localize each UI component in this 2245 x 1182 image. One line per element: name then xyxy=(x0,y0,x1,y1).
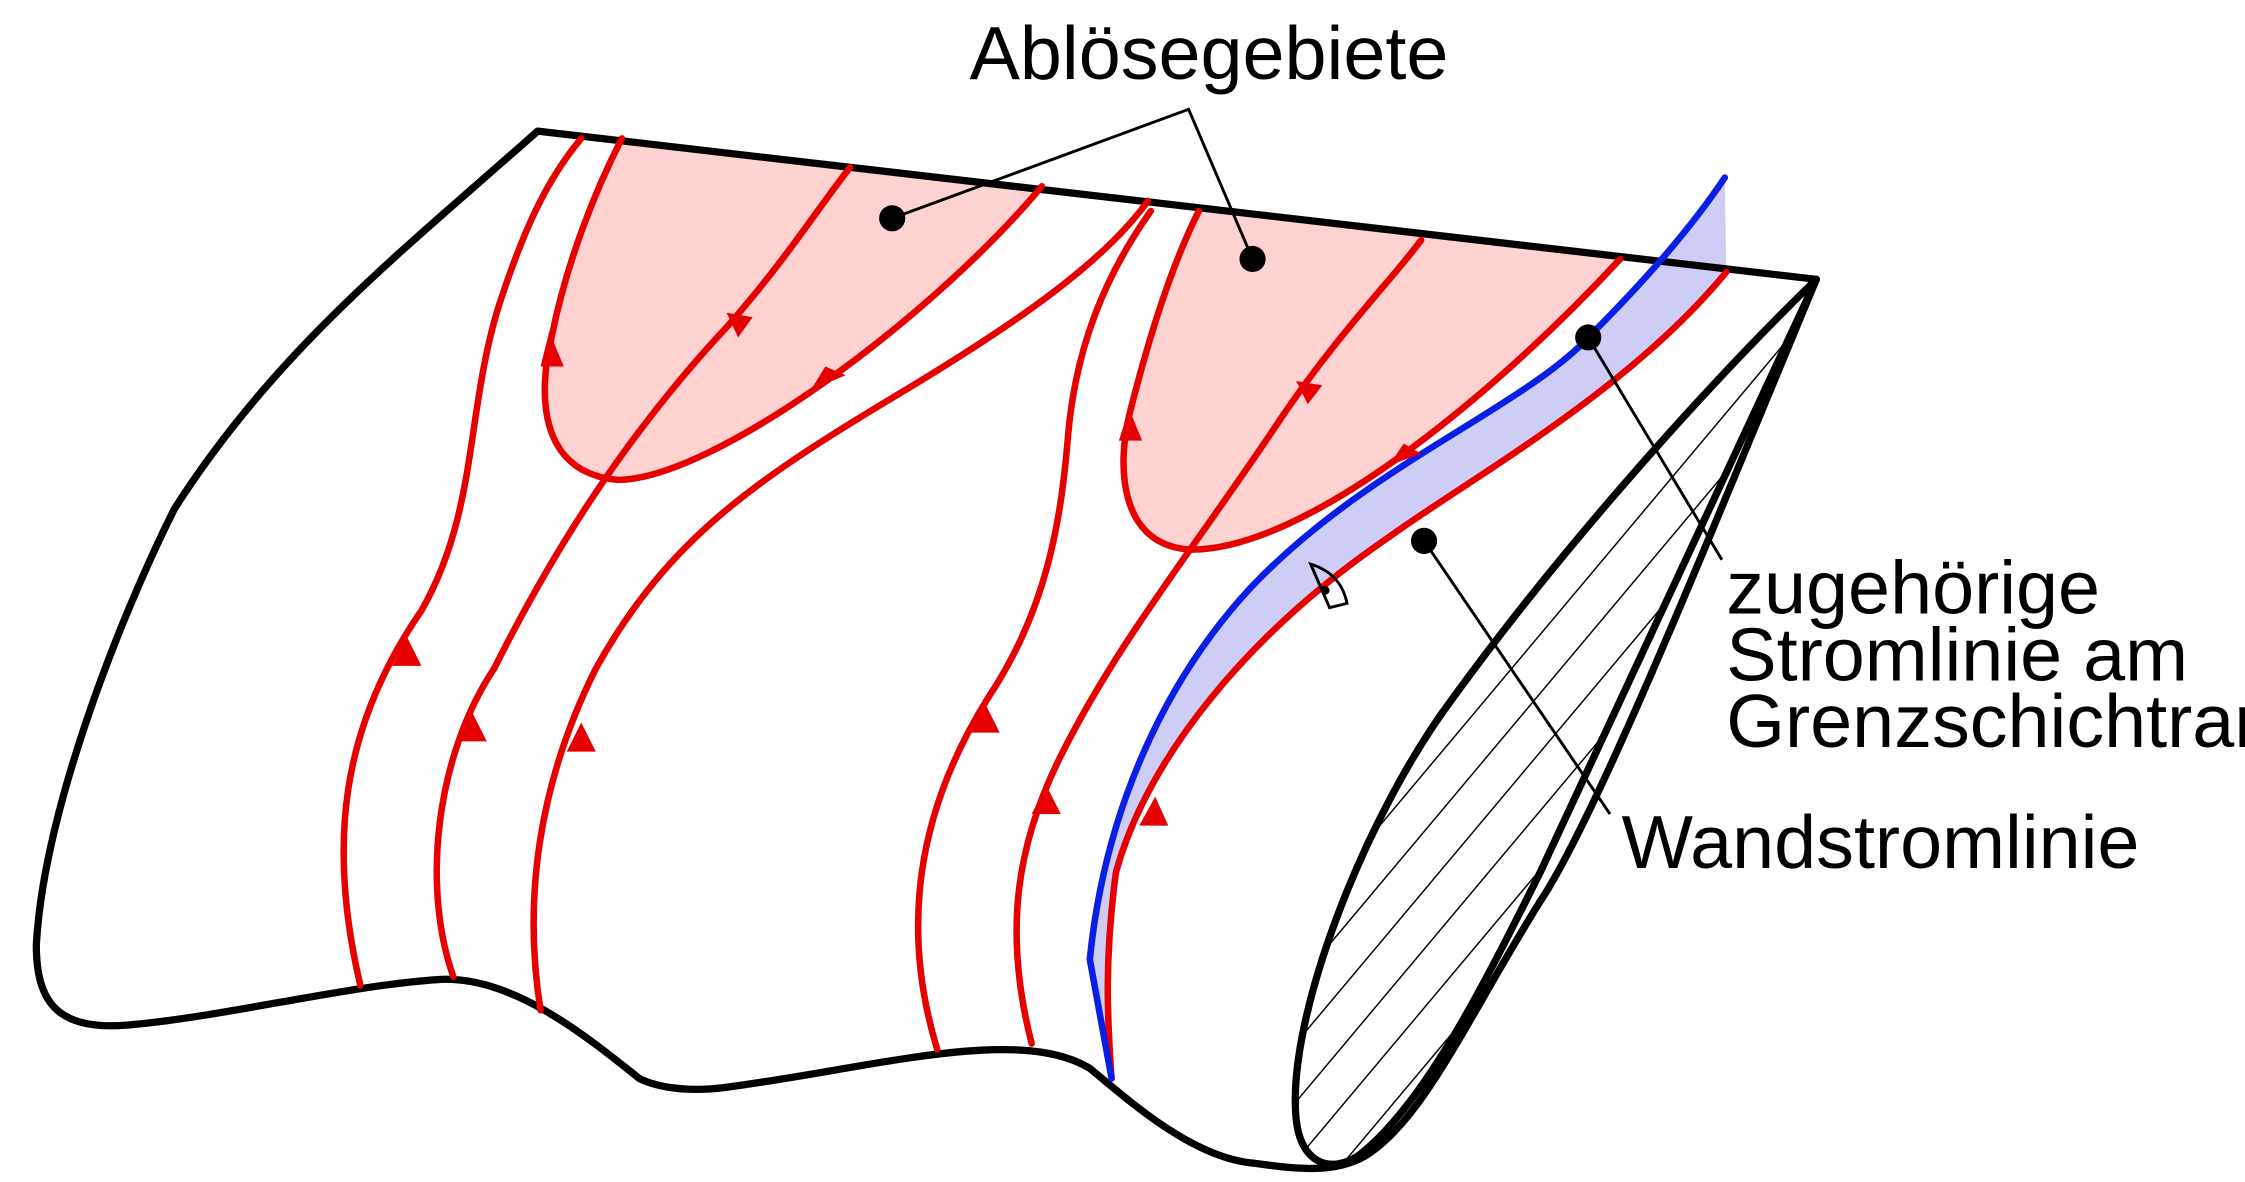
wall-streamline xyxy=(914,207,1155,1053)
right-angle-marker xyxy=(1308,561,1349,610)
label-separation: Ablösegebiete xyxy=(970,12,1449,96)
flow-arrow xyxy=(1031,784,1061,815)
wall-streamlines xyxy=(340,135,1730,1082)
marker-dot xyxy=(1575,324,1602,351)
flow-arrow xyxy=(1118,408,1143,441)
leader-lines xyxy=(891,107,1724,815)
wall-streamline xyxy=(340,135,585,989)
flow-arrow xyxy=(810,366,846,390)
leader-line-edge xyxy=(1586,336,1724,561)
wall-streamline xyxy=(530,197,1152,1014)
marker-dot xyxy=(1410,527,1438,554)
flow-arrow xyxy=(1389,443,1422,466)
flow-arrow xyxy=(970,703,1000,733)
label-wall-line: Wandstromlinie xyxy=(1622,801,2140,885)
label-edge-line-3: Grenzschichtrand xyxy=(1726,680,2245,764)
wall-streamline xyxy=(1013,236,1425,1047)
leader-line-separation xyxy=(891,107,1254,260)
wall-streamline xyxy=(433,164,854,981)
wall-streamline xyxy=(1120,207,1624,553)
leader-line-wall xyxy=(1422,540,1612,815)
flow-arrow xyxy=(457,712,487,742)
flow-arrow xyxy=(392,636,422,666)
right-angle-dot xyxy=(1320,585,1330,595)
surface-outline xyxy=(32,127,1820,1173)
wall-streamline xyxy=(1104,268,1730,1082)
flow-arrow xyxy=(1296,381,1323,405)
marker-dot xyxy=(1239,245,1266,273)
edge-streamline xyxy=(1086,174,1729,1082)
flow-arrows xyxy=(392,312,1422,826)
marker-dots xyxy=(879,205,1602,554)
flow-arrow xyxy=(726,312,753,338)
flow-arrow xyxy=(540,331,564,367)
flow-arrow xyxy=(1139,796,1169,826)
flow-arrow xyxy=(566,722,596,752)
label-edge-line-2: Stromlinie am xyxy=(1726,613,2188,697)
streamline-band xyxy=(1089,177,1727,1079)
marker-dot xyxy=(879,205,906,232)
wall-streamline xyxy=(541,135,1046,484)
label-edge-line-1: zugehörige xyxy=(1726,547,2100,631)
